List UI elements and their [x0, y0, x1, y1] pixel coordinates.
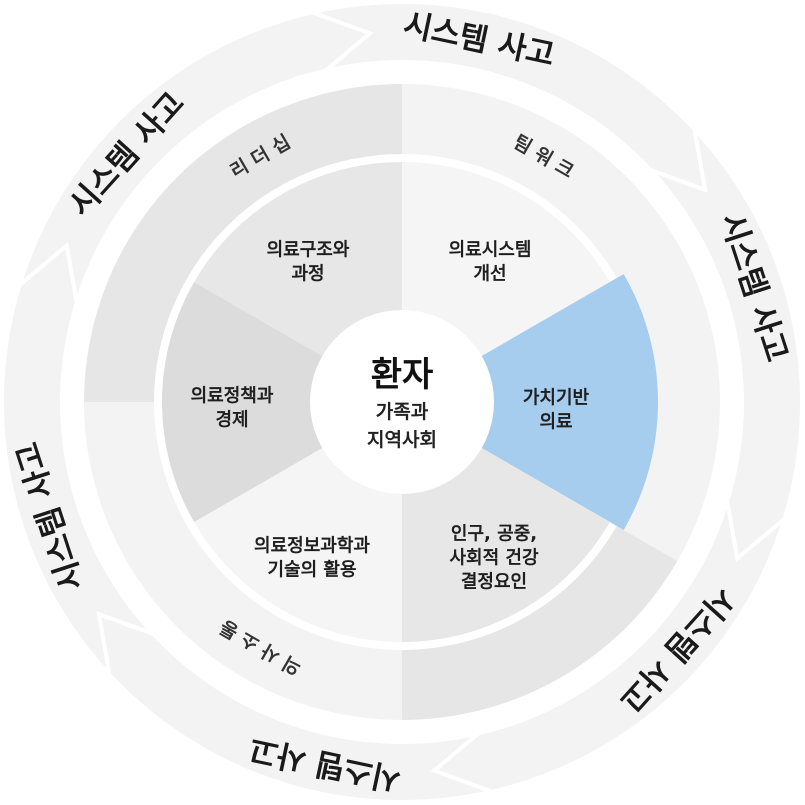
center-title: 환자	[371, 355, 434, 395]
sector-label-line: 기술의 활용	[267, 560, 356, 581]
outer-ring-arrow-segment	[15, 10, 374, 304]
middle-ring-segment	[402, 526, 678, 720]
sector-label-line: 의료	[539, 412, 572, 433]
sector-wedge	[402, 274, 658, 530]
sector-label-line: 결정요인	[461, 572, 527, 593]
sector-label-line: 사회적 건강	[449, 548, 539, 569]
sector-label-line: 경제	[215, 410, 248, 431]
sector-label-line: 인구, 공중,	[451, 524, 537, 545]
center-disc	[310, 310, 494, 494]
center-sub-line-1: 가족과	[376, 401, 429, 423]
sector-label-line: 가치기반	[523, 388, 590, 409]
middle-ring: 팀 워 크의 사 소 통리 더 십	[84, 84, 721, 720]
sector-wedge	[161, 282, 402, 522]
sector-label-line: 의료구조와	[267, 240, 350, 261]
sector-label-line: 의료정책과	[191, 386, 274, 407]
sector-label-line: 과정	[291, 264, 324, 285]
middle-ring-segment	[84, 402, 402, 720]
sector-label-line: 의료정보과학과	[254, 535, 370, 557]
middle-ring-segment	[84, 84, 402, 402]
center-sub-line-2: 지역사회	[367, 429, 437, 451]
center-circle: 환자 가족과 지역사회	[310, 310, 494, 494]
sector-label-line: 의료시스템	[449, 240, 532, 261]
middle-ring-segment	[402, 84, 721, 561]
sector-label-line: 개선	[473, 264, 506, 285]
